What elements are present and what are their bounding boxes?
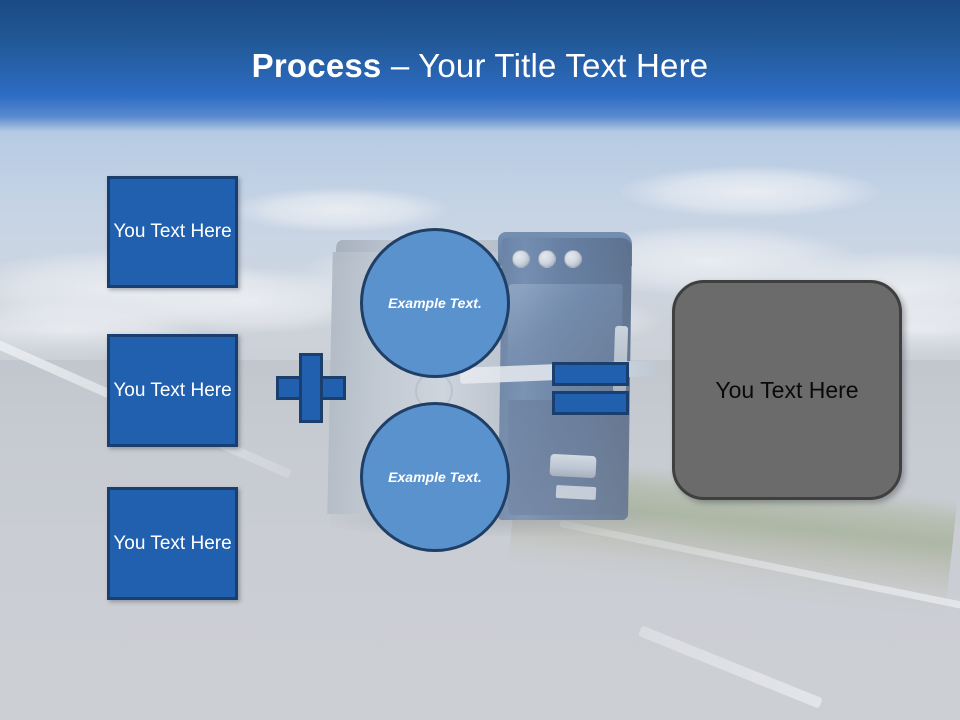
example-circle-2-label: Example Text. — [388, 468, 482, 485]
example-circle-1-label: Example Text. — [388, 294, 482, 311]
example-circle-2[interactable]: Example Text. — [360, 402, 510, 552]
input-box-2[interactable]: You Text Here — [107, 334, 238, 447]
result-box-label: You Text Here — [715, 376, 859, 403]
page-title-rest: – Your Title Text Here — [390, 47, 709, 84]
input-box-2-label: You Text Here — [113, 379, 232, 401]
page-title: Process – Your Title Text Here — [0, 47, 960, 84]
input-box-1-label: You Text Here — [113, 221, 232, 243]
plus-center-fill — [302, 379, 320, 397]
example-circle-1[interactable]: Example Text. — [360, 228, 510, 378]
input-box-3[interactable]: You Text Here — [107, 487, 238, 600]
input-box-1[interactable]: You Text Here — [107, 176, 238, 288]
result-box[interactable]: You Text Here — [672, 280, 902, 500]
equals-sign-bottom-bar — [552, 391, 629, 415]
title-band — [0, 0, 960, 132]
input-box-3-label: You Text Here — [113, 532, 232, 554]
page-title-bold: Process — [251, 47, 391, 84]
plus-sign-icon — [276, 353, 346, 423]
equals-sign-top-bar — [552, 362, 629, 386]
